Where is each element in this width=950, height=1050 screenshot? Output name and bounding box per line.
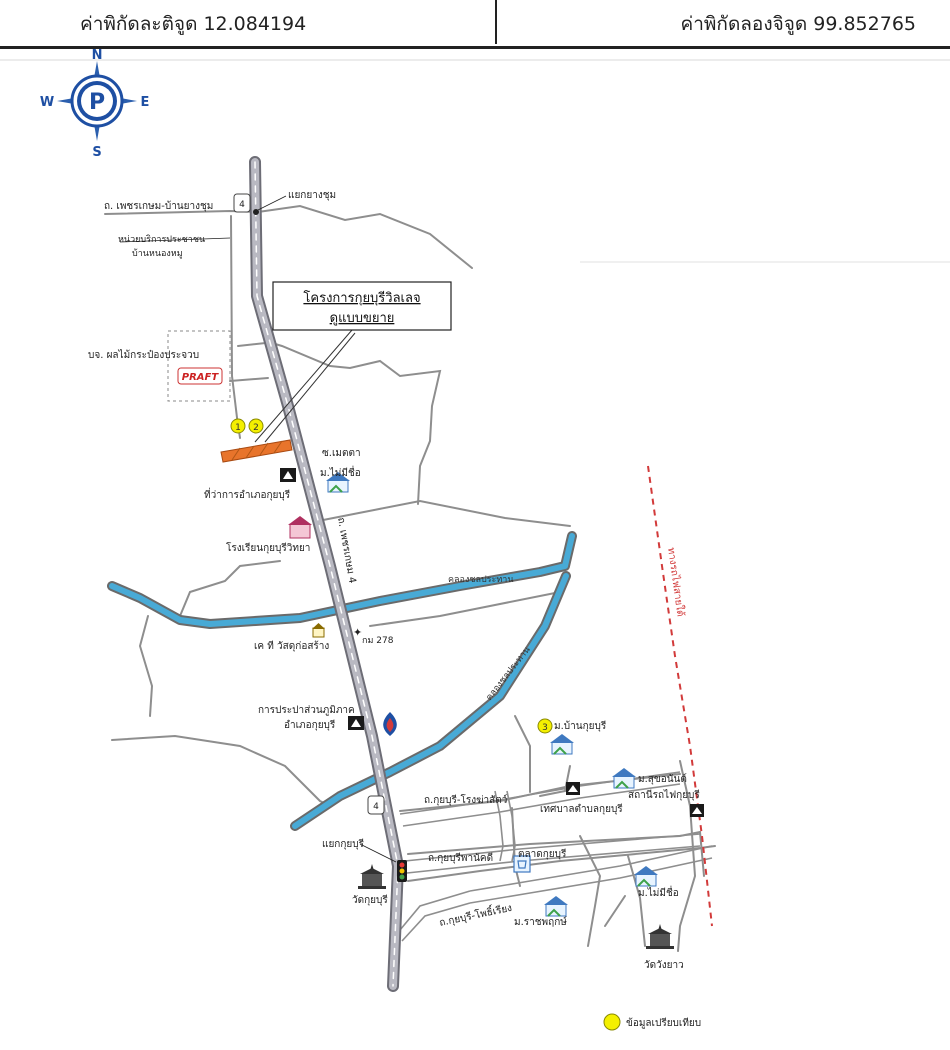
legend: ข้อมูลเปรียบเทียบ [603,1013,701,1031]
project-see-detail: ดูแบบขยาย [330,311,395,326]
kt-shop-label: เค ที วัสดุก่อสร้าง [254,640,329,652]
project-callout-line-1 [254,329,353,443]
housing-icon-moo-ratchaphruek [544,896,568,917]
temple-icon-wat-wang-yao [646,924,674,949]
wat-kuiburi-label: วัดกุยบุรี [352,894,388,906]
moo-ratchaphruek-label: ม.ราชพฤกษ์ [514,916,567,928]
market-icon [513,855,531,873]
kuiburi-junction-label: แยกกุยบุรี [322,838,365,850]
yang-chum-callout [257,195,287,211]
town-roads [394,771,713,942]
pwa-label-line2: อำเภอกุยบุรี [284,719,336,731]
tessaban-kuiburi-label: เทศบาลตำบลกุยบุรี [540,803,623,815]
yang-chum-junction-dot [253,209,259,215]
service-unit-label-line2: บ้านหนองหมู [132,248,183,259]
comparison-marker-3-label: 3 [542,723,548,733]
canal-label-diagonal: คลองชลประทาน [484,645,532,703]
housing-icon-moo-mai-mi-chue-1 [326,472,350,493]
wat-wang-yao-label: วัดวังยาว [644,960,684,971]
legend-marker-swatch [603,1013,621,1031]
southern-railway-line [647,465,713,927]
praft-company-label: บจ. ผลไม้กระป๋องประจวบ [88,349,199,361]
service-unit-label-line1: หน่วยบริการประชาชน [118,234,205,245]
service-unit-callout [119,237,231,243]
praft-area [167,330,231,402]
project-marker-1: 1 [230,418,246,434]
route-shield-north-label: 4 [239,200,245,210]
longitude-label: ค่าพิกัดลองจิจูด 99.852765 [680,13,916,35]
road-label-kuiburi-rongmasat: ถ.กุยบุรี-โรงฆ่าสัตว์ [424,793,507,806]
compass-logo-letter: P [89,90,105,115]
km-marker-star: ✦ [353,626,362,639]
canal-label-horizontal: คลองชลประทาน [448,575,513,585]
moo-sukanan-label: ม.สุขอนันต์ [638,773,687,785]
road-label-petchkasem-vertical: ถ. เพชรเกษม 4 [335,517,357,585]
district-office-icon [280,468,296,482]
kuiburi-junction-callout [359,843,397,863]
moo-mai-mi-chue-1-label: ม.ไม่มีชื่อ [320,465,361,479]
pwa-office-icon [348,716,364,730]
compass-south: S [92,145,101,160]
praft-logo-text: PRAFT [182,372,220,383]
location-map: P N S W E [0,48,950,1031]
temple-icon-wat-kuiburi [358,864,386,889]
project-area [220,439,293,463]
compass-east: E [141,95,150,110]
moo-ban-kuiburi-label: ม.บ้านกุยบุรี [554,720,607,732]
route-shield-north: 4 [233,193,251,213]
housing-icon-moo-sukanan [612,768,636,789]
project-marker-1-label: 1 [235,423,241,433]
tessaban-icon [566,782,580,795]
railway-station-icon [690,804,704,817]
comparison-marker-3: 3 [537,718,553,734]
route-shield-south-label: 4 [373,802,379,812]
kuiburi-school-label: โรงเรียนกุยบุรีวิทยา [226,541,310,554]
project-marker-2-label: 2 [253,423,259,433]
fuel-station-icon [383,712,397,736]
km-marker-label: กม 278 [362,636,394,646]
compass-rose: P N S W E [40,48,150,160]
coordinate-header: ค่าพิกัดละติจูด 12.084194 ค่าพิกัดลองจิจ… [0,0,950,49]
railway-label: ทางรถไฟสายใต้ [665,547,687,618]
road-label-kuiburi-phuediang: ถ.กุยบุรี-โพธิ์เรียง [438,900,513,929]
project-area-hatch [231,440,283,461]
district-office-label: ที่ว่าการอำเภอกุยบุรี [204,487,291,501]
kuiburi-market-label: ตลาดกุยบุรี [518,848,567,860]
latitude-label: ค่าพิกัดละติจูด 12.084194 [80,13,307,35]
route-shield-south: 4 [367,795,385,815]
traffic-light-icon [397,860,407,882]
housing-icon-moo-ban-kuiburi [550,734,574,755]
soi-metta-label: ซ.เมตตา [322,448,361,459]
project-callout-box [272,281,452,331]
housing-icon-moo-mai-mi-chue-2 [634,866,658,887]
project-callout-line-2 [264,332,356,443]
pwa-label-line1: การประปาส่วนภูมิภาค [258,705,355,716]
road-label-kuiburi-phanakkhi: ถ.กุยบุรีพานัคดี [428,852,493,864]
legend-comparison-label: ข้อมูลเปรียบเทียบ [626,1017,701,1029]
school-icon [288,516,312,539]
project-name: โครงการกุยบุรีวิลเลจ [303,290,420,306]
header-divider [495,0,497,44]
compass-north: N [92,48,103,63]
kuiburi-station-label: สถานีรถไฟกุยบุรี [628,789,700,801]
yang-chum-junction-label: แยกยางชุม [288,190,336,201]
project-marker-2: 2 [248,418,264,434]
road-label-petchkasem-banyangchum: ถ. เพชรเกษม-บ้านยางชุม [104,200,213,212]
kt-shop-icon [312,623,325,638]
moo-mai-mi-chue-2-label: ม.ไม่มีชื่อ [638,885,679,899]
praft-logo: PRAFT [177,367,223,385]
compass-west: W [40,95,54,110]
